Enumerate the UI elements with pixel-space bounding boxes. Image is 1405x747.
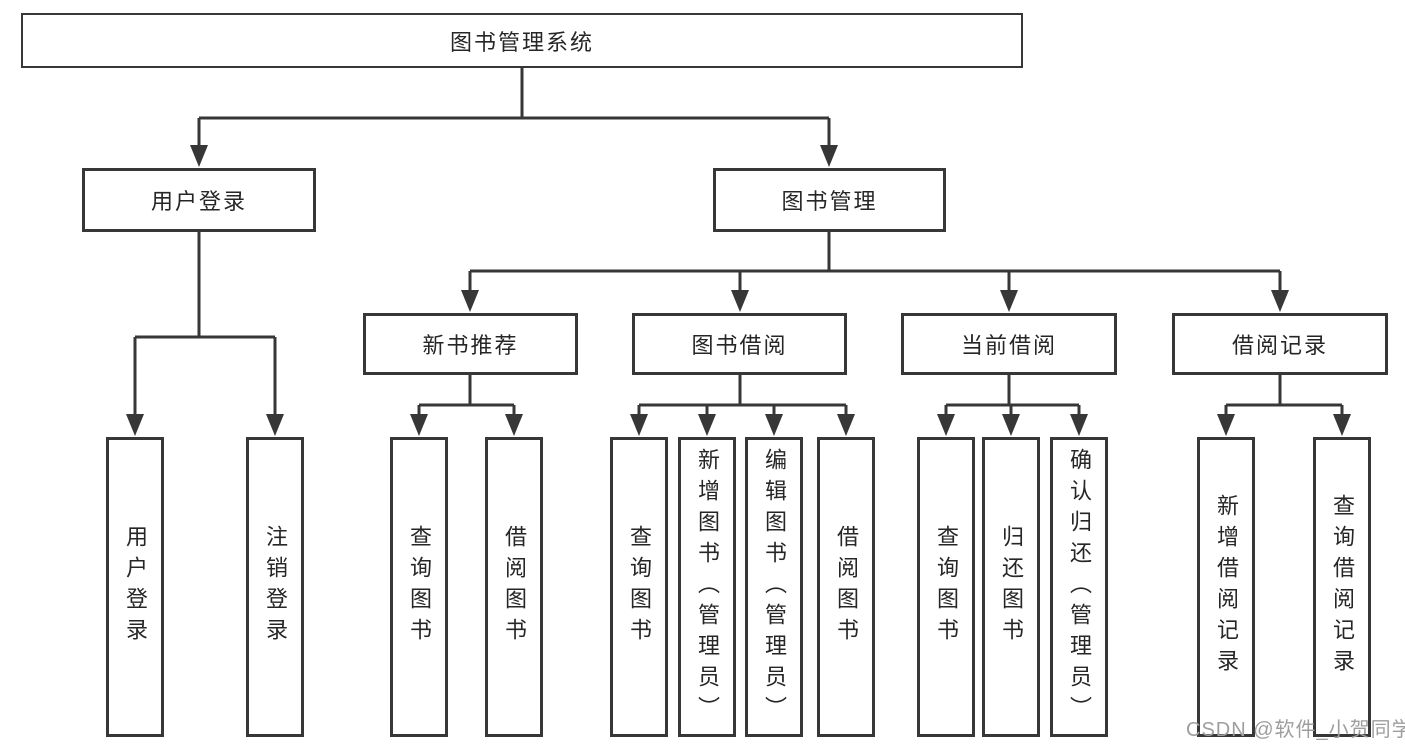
node-borrow-records-label: 借阅记录 xyxy=(1231,333,1328,358)
leaf-recommend-borrow-books: 借阅图书 xyxy=(485,437,543,737)
arrowhead-icons xyxy=(126,145,1351,436)
leaf-records-add-record: 新增借阅记录 xyxy=(1197,437,1255,737)
node-user-login-label: 用户登录 xyxy=(150,189,247,214)
leaf-borrowing-edit-books-admin: 编辑图书（管理员） xyxy=(745,437,803,737)
leaf-borrowing-borrow-books: 借阅图书 xyxy=(817,437,875,737)
node-user-login: 用户登录 xyxy=(82,168,316,232)
node-book-borrowing: 图书借阅 xyxy=(632,313,847,375)
node-current-borrowing-label: 当前借阅 xyxy=(960,333,1057,358)
node-new-book-recommend-label: 新书推荐 xyxy=(422,333,519,358)
leaf-records-query-record: 查询借阅记录 xyxy=(1313,437,1371,737)
leaf-borrowing-query-books: 查询图书 xyxy=(610,437,668,737)
leaf-current-confirm-return-admin: 确认归还（管理员） xyxy=(1050,437,1108,737)
node-current-borrowing: 当前借阅 xyxy=(901,313,1117,375)
leaf-current-query-books: 查询图书 xyxy=(917,437,975,737)
leaf-logout: 注销登录 xyxy=(246,437,304,737)
node-root-label: 图书管理系统 xyxy=(449,29,594,55)
node-book-borrowing-label: 图书借阅 xyxy=(691,333,788,358)
leaf-user-login: 用户登录 xyxy=(106,437,164,737)
leaf-borrowing-add-books-admin: 新增图书（管理员） xyxy=(678,437,736,737)
node-book-management-label: 图书管理 xyxy=(781,189,878,214)
leaf-recommend-query-books: 查询图书 xyxy=(390,437,448,737)
node-borrow-records: 借阅记录 xyxy=(1172,313,1388,375)
node-new-book-recommend: 新书推荐 xyxy=(363,313,578,375)
node-book-management: 图书管理 xyxy=(713,168,946,232)
node-root: 图书管理系统 xyxy=(21,13,1023,68)
csdn-watermark: CSDN @软件_小贺同学 xyxy=(1186,719,1405,741)
leaf-current-return-books: 归还图书 xyxy=(982,437,1040,737)
